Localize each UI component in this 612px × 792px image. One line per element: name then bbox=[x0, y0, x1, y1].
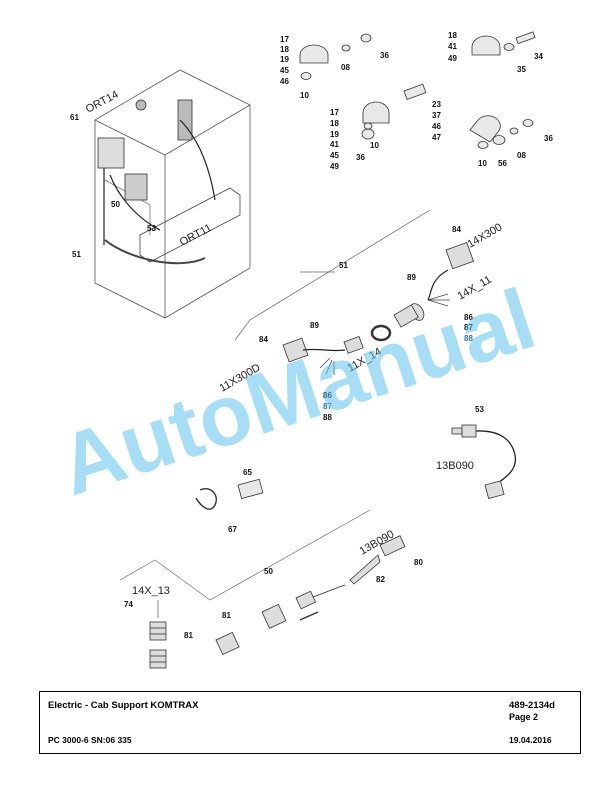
callout-18: 18 bbox=[448, 31, 457, 40]
callout-45: 45 bbox=[280, 66, 289, 75]
callout-34: 34 bbox=[534, 52, 543, 61]
document-number: 489-2134d bbox=[509, 700, 555, 711]
callout-37: 37 bbox=[432, 111, 441, 120]
callout-51: 51 bbox=[339, 261, 348, 270]
callout-88: 88 bbox=[323, 413, 332, 422]
callout-45: 45 bbox=[330, 151, 339, 160]
callout-87: 87 bbox=[323, 402, 332, 411]
callout-36: 36 bbox=[356, 153, 365, 162]
callout-23: 23 bbox=[432, 100, 441, 109]
callout-61: 61 bbox=[70, 113, 79, 122]
callout-10: 10 bbox=[370, 141, 379, 150]
cable-harness-51 bbox=[234, 209, 431, 341]
clamp-group-3 bbox=[361, 83, 427, 140]
watermark: AutoManual bbox=[48, 271, 546, 514]
page-number: Page 2 bbox=[509, 712, 539, 722]
callout-49: 49 bbox=[330, 162, 339, 171]
callout-10: 10 bbox=[478, 159, 487, 168]
callout-19: 19 bbox=[280, 55, 289, 64]
callout-88: 88 bbox=[464, 334, 473, 343]
callout-17: 17 bbox=[280, 35, 289, 44]
callout-36: 36 bbox=[380, 51, 389, 60]
callout-50: 50 bbox=[111, 200, 120, 209]
clamp-group-1 bbox=[299, 33, 372, 80]
callout-84: 84 bbox=[452, 225, 461, 234]
callout-81: 81 bbox=[222, 611, 231, 620]
callout-67: 67 bbox=[228, 525, 237, 534]
callout-53: 53 bbox=[147, 224, 156, 233]
clip-part bbox=[195, 478, 264, 510]
callout-80: 80 bbox=[414, 558, 423, 567]
callout-18: 18 bbox=[280, 45, 289, 54]
callout-65: 65 bbox=[243, 468, 252, 477]
ort14-label: ORT14 bbox=[84, 88, 121, 115]
callout-41: 41 bbox=[330, 140, 339, 149]
drawing-title: Electric - Cab Support KOMTRAX bbox=[48, 700, 199, 711]
clamp-group-4 bbox=[469, 115, 534, 149]
ort11-label: ORT11 bbox=[178, 222, 214, 249]
callout-50: 50 bbox=[264, 567, 273, 576]
callout-89: 89 bbox=[407, 273, 416, 282]
callout-41: 41 bbox=[448, 42, 457, 51]
sensor-13b090-part bbox=[451, 424, 517, 500]
callout-10: 10 bbox=[300, 91, 309, 100]
callout-46: 46 bbox=[280, 77, 289, 86]
callout-19: 19 bbox=[330, 130, 339, 139]
connector-13b090-part bbox=[215, 535, 406, 656]
callout-18: 18 bbox=[330, 119, 339, 128]
callout-46: 46 bbox=[432, 122, 441, 131]
cable-harness-50 bbox=[119, 509, 371, 601]
callout-17: 17 bbox=[330, 108, 339, 117]
callout-36: 36 bbox=[544, 134, 553, 143]
callout-84: 84 bbox=[259, 335, 268, 344]
callout-87: 87 bbox=[464, 323, 473, 332]
connector-14x300-part bbox=[370, 241, 475, 342]
callout-08: 08 bbox=[517, 151, 526, 160]
clamp-group-2 bbox=[471, 31, 536, 56]
connector-14x13-part bbox=[149, 600, 167, 669]
cab-support-assembly bbox=[94, 69, 251, 319]
callout-51: 51 bbox=[72, 250, 81, 259]
callout-08: 08 bbox=[341, 63, 350, 72]
title-block: Electric - Cab Support KOMTRAX 489-2134d… bbox=[39, 691, 581, 754]
callout-86: 86 bbox=[323, 391, 332, 400]
callout-81: 81 bbox=[184, 631, 193, 640]
callout-82: 82 bbox=[376, 575, 385, 584]
connector-14x300-label: 14X300 bbox=[466, 221, 505, 250]
machine-model: PC 3000-6 SN:06 335 bbox=[48, 735, 132, 745]
callout-47: 47 bbox=[432, 133, 441, 142]
sensor-13b090-label: 13B090 bbox=[436, 460, 474, 472]
connector-14x13-label: 14X_13 bbox=[132, 585, 170, 597]
callout-35: 35 bbox=[517, 65, 526, 74]
callout-89: 89 bbox=[310, 321, 319, 330]
connector-11x300d-part bbox=[282, 336, 364, 375]
callout-74: 74 bbox=[124, 600, 133, 609]
callout-56: 56 bbox=[498, 159, 507, 168]
callout-86: 86 bbox=[464, 313, 473, 322]
callout-49: 49 bbox=[448, 54, 457, 63]
callout-53: 53 bbox=[475, 405, 484, 414]
issue-date: 19.04.2016 bbox=[509, 735, 552, 745]
